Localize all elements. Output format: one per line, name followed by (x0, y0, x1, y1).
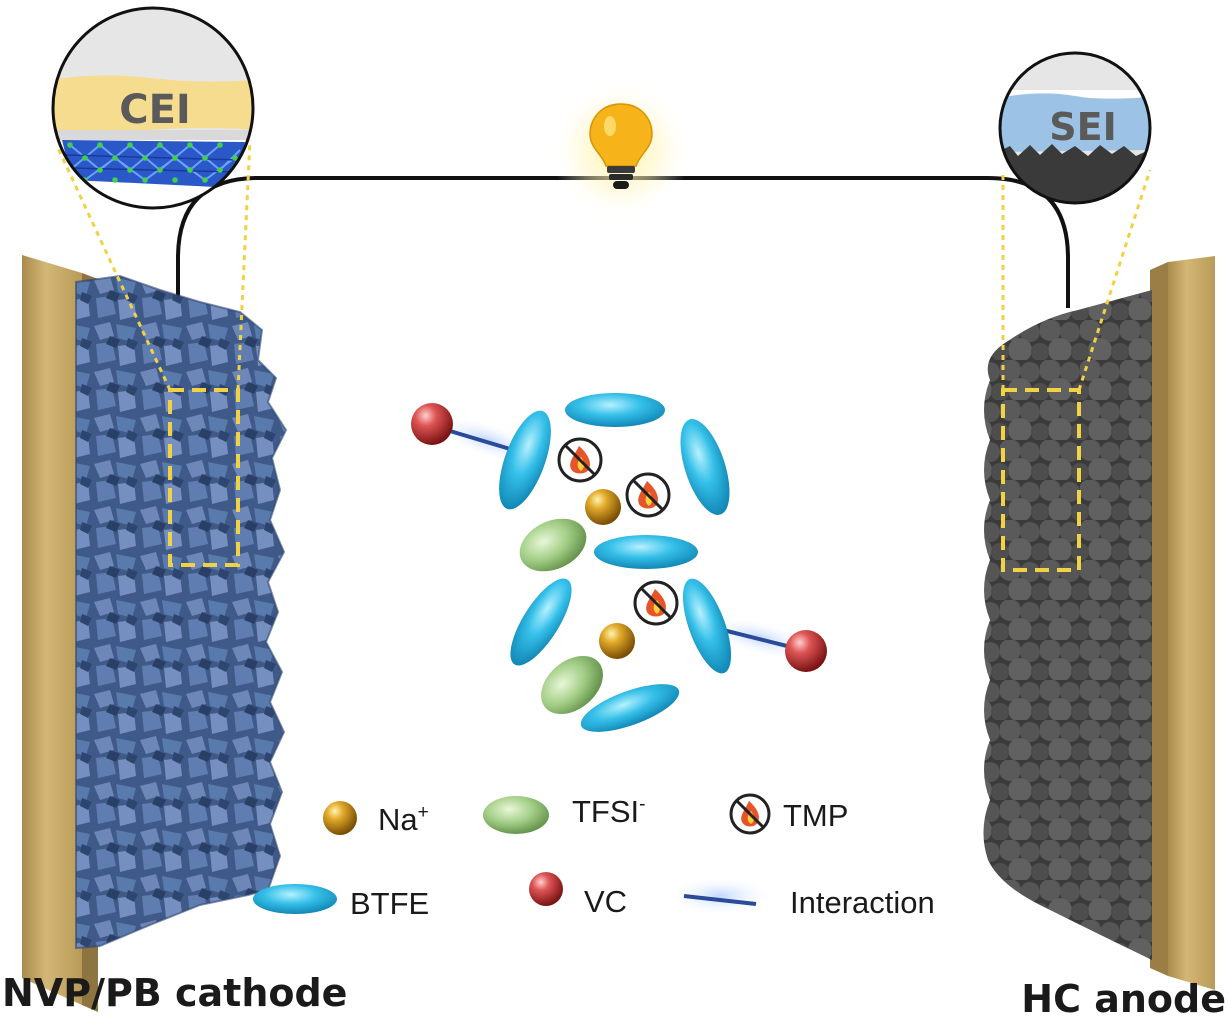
btfe-molecule (499, 410, 551, 510)
lightbulb-icon (551, 80, 691, 220)
btfe-molecule (594, 535, 698, 569)
legend-btfe-icon (253, 884, 337, 914)
cathode-current-collector (22, 255, 82, 1005)
cathode-electrode (22, 255, 288, 1012)
tfsi-anion (519, 518, 587, 572)
sodium-ion (585, 489, 621, 525)
sei-inset: SEI (998, 51, 1152, 205)
no-fire-icon (625, 472, 671, 518)
legend-tfsi-icon (483, 796, 549, 834)
anode-current-collector (1168, 256, 1215, 990)
vc-btfe-interaction-lower (701, 615, 827, 672)
legend-tmp-label: TMP (783, 798, 848, 833)
btfe-molecule (565, 393, 665, 427)
legend-btfe-label: BTFE (350, 886, 429, 921)
legend-interaction-icon (665, 876, 775, 916)
cathode-crystal-lattice (62, 140, 245, 188)
legend-vc-label: VC (584, 884, 627, 919)
anode-active-material (983, 290, 1152, 960)
legend-tmp-icon (729, 793, 771, 835)
anode-zoom-box (1001, 169, 1152, 572)
legend-tfsi-label: TFSI- (572, 794, 646, 829)
cathode-zoom-box (56, 139, 252, 567)
no-fire-icon (633, 580, 679, 626)
legend-sodium-icon (323, 801, 357, 835)
vc-molecule (785, 630, 827, 672)
btfe-molecule (580, 684, 680, 732)
cathode-label: NVP/PB cathode (2, 971, 347, 1015)
legend-na-label: Na+ (378, 802, 429, 837)
legend-interaction-label: Interaction (790, 885, 935, 920)
tfsi-anion (541, 655, 603, 715)
anode-label: HC anode (1021, 977, 1226, 1020)
anode-collector-side (1150, 262, 1168, 976)
cei-inset: CEI (51, 6, 255, 210)
sei-label: SEI (1049, 105, 1116, 149)
solvation-cluster (411, 393, 827, 732)
cei-label: CEI (119, 87, 191, 133)
legend-vc-icon (529, 872, 563, 906)
btfe-molecule (682, 578, 732, 674)
legend: Na+ TFSI- TMP BTFE VC Interaction (253, 793, 935, 921)
vc-molecule (411, 403, 453, 445)
no-fire-icon (557, 437, 603, 483)
btfe-molecule (680, 419, 730, 515)
sodium-ion (599, 623, 635, 659)
cathode-active-material (76, 276, 286, 948)
btfe-molecule (510, 578, 572, 666)
anode-electrode (983, 256, 1215, 990)
